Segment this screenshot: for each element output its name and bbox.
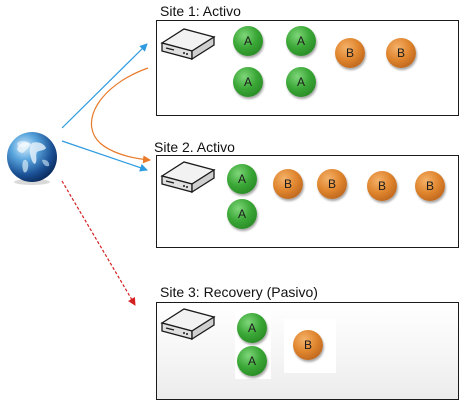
- node-a: A: [286, 67, 316, 97]
- site-1-box: A A A A B B: [156, 20, 459, 116]
- node-a: A: [227, 199, 257, 229]
- site-3-title: Site 3: Recovery (Pasivo): [160, 284, 318, 300]
- site-3-box: A A B: [156, 302, 459, 400]
- site-2-box: A A B B B B: [156, 155, 459, 248]
- node-a: A: [237, 313, 267, 343]
- failover-arrow-site-1-to-site-2: [90, 67, 151, 164]
- node-a: A: [237, 346, 267, 376]
- node-a: A: [233, 67, 263, 97]
- node-a: A: [233, 26, 263, 56]
- server-icon: [160, 308, 216, 341]
- node-a: A: [227, 164, 257, 194]
- node-b: B: [317, 169, 347, 199]
- node-b: B: [367, 171, 397, 201]
- server-icon: [160, 161, 216, 194]
- node-b: B: [386, 38, 416, 68]
- site-1-title: Site 1: Activo: [160, 3, 241, 19]
- node-b: B: [415, 171, 445, 201]
- node-b: B: [293, 330, 323, 360]
- site-2-title: Site 2. Activo: [154, 139, 235, 155]
- arrow-to-site-2: [61, 140, 148, 172]
- server-icon: [160, 28, 216, 61]
- node-b: B: [335, 38, 365, 68]
- node-b: B: [273, 169, 303, 199]
- recovery-arrow-to-site-3: [61, 180, 136, 306]
- node-a: A: [286, 26, 316, 56]
- arrow-to-site-1: [61, 43, 148, 129]
- globe-icon: [7, 132, 57, 185]
